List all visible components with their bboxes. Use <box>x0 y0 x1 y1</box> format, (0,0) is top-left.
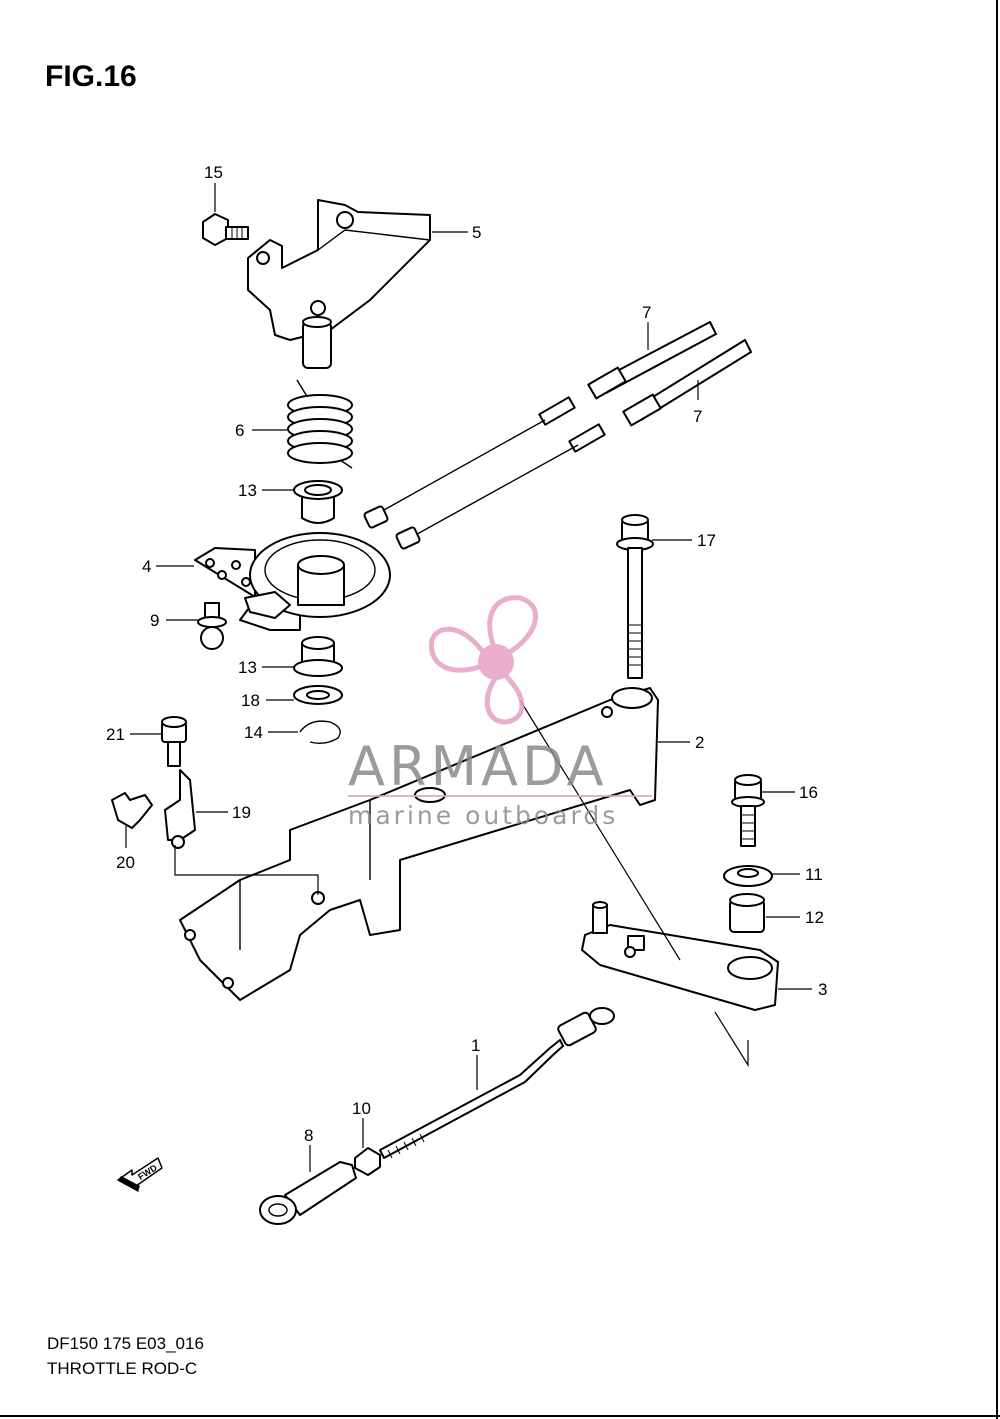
part-18-washer <box>293 685 343 705</box>
callout-8: 8 <box>304 1126 313 1145</box>
part-14-e-clip <box>299 720 341 745</box>
part-13-bushing-upper <box>293 480 343 524</box>
part-21-bolt <box>161 716 187 767</box>
callout-4: 4 <box>142 557 151 576</box>
callout-12: 12 <box>805 908 824 927</box>
propeller-logo-icon <box>428 595 539 725</box>
footer-model-code: DF150 175 E03_016 <box>47 1334 204 1353</box>
callout-17: 17 <box>697 531 716 550</box>
footer-part-name: THROTTLE ROD-C <box>47 1359 198 1378</box>
callout-18: 18 <box>241 691 260 710</box>
watermark: ARMADA marine outboards <box>348 595 652 830</box>
part-1-throttle-rod <box>379 1007 615 1159</box>
frame-border-bottom <box>0 1415 1000 1417</box>
callout-7-lower: 7 <box>693 407 702 426</box>
callout-3: 3 <box>818 980 827 999</box>
part-15-bolt <box>202 213 249 246</box>
reference-lines <box>174 699 749 1068</box>
callout-labels: 15 5 7 7 6 13 4 17 9 13 18 14 2 21 16 19… <box>106 163 827 1145</box>
part-17-long-bolt <box>616 514 654 679</box>
part-16-bolt <box>731 774 765 847</box>
part-19-plate <box>164 769 196 849</box>
part-10-nut <box>354 1147 381 1176</box>
part-4-cam <box>194 532 391 631</box>
part-11-washer <box>723 865 773 887</box>
callout-2: 2 <box>695 733 704 752</box>
part-13-bushing-lower <box>293 636 343 677</box>
part-12-collar <box>729 893 765 933</box>
frame-border-right <box>996 0 998 1419</box>
watermark-tagline: marine outboards <box>348 801 618 830</box>
part-3-lever-arm <box>581 901 779 1011</box>
callout-6: 6 <box>235 421 244 440</box>
part-8-rod-end <box>259 1161 357 1225</box>
callout-11: 11 <box>805 865 823 884</box>
callout-13-upper: 13 <box>238 481 257 500</box>
figure-title: FIG.16 <box>45 60 137 93</box>
part-6-spring <box>287 379 353 469</box>
callout-5: 5 <box>472 223 481 242</box>
part-5-bracket <box>247 199 431 369</box>
callout-21: 21 <box>106 725 125 744</box>
callout-13-lower: 13 <box>238 658 257 677</box>
callout-15: 15 <box>204 163 223 182</box>
callout-leaders <box>125 183 812 1172</box>
part-20-clip <box>111 792 153 829</box>
callout-7-upper: 7 <box>642 303 651 322</box>
fwd-arrow-icon: FWD <box>117 1157 163 1192</box>
callout-20: 20 <box>116 853 135 872</box>
callout-16: 16 <box>799 783 818 802</box>
part-7-throttle-cables <box>363 321 752 550</box>
callout-9: 9 <box>150 611 159 630</box>
watermark-brand: ARMADA <box>348 735 608 798</box>
callout-14: 14 <box>244 723 263 742</box>
callout-19: 19 <box>232 803 251 822</box>
callout-10: 10 <box>352 1099 371 1118</box>
callout-1: 1 <box>471 1036 480 1055</box>
part-9-ball-joint <box>197 602 227 650</box>
